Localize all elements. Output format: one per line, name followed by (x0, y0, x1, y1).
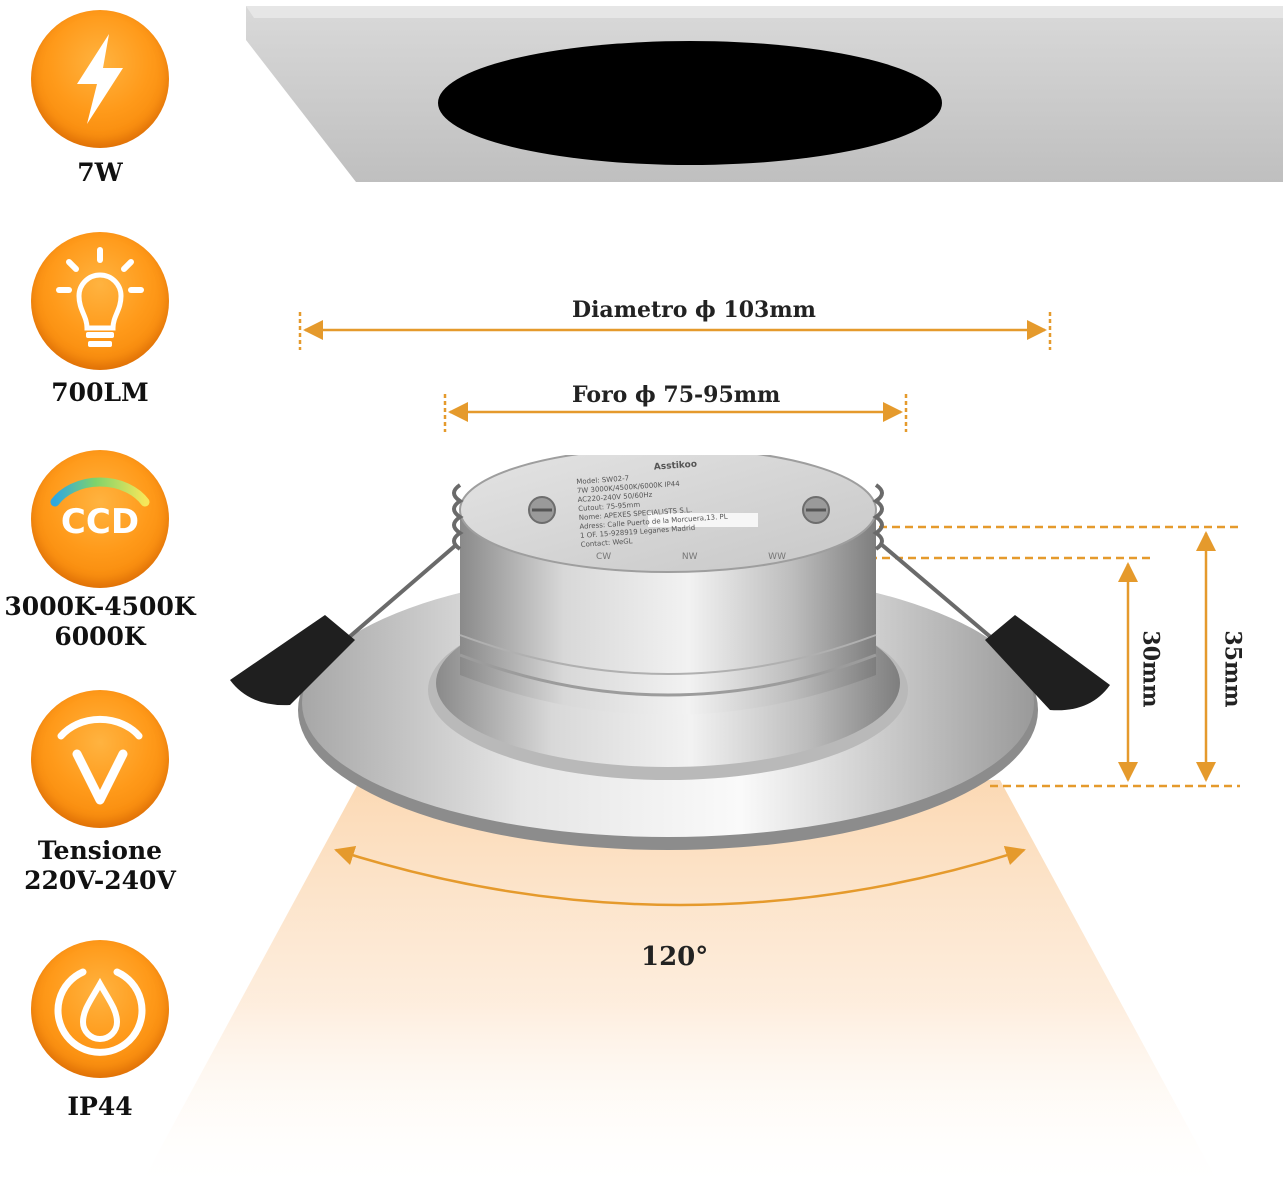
ccd-icon (50, 477, 150, 507)
lightning-icon (77, 34, 123, 124)
ip-badge (31, 940, 169, 1078)
ceiling-cutout (438, 41, 942, 165)
hole-label: Foro ϕ 75-95mm (566, 382, 787, 408)
downlight-fixture (230, 455, 1110, 850)
ccd-icon-text: CCD (60, 502, 140, 542)
lightbulb-icon (56, 247, 144, 347)
fixture-label: Asstikoo Model: SW02-7 7W 3000K/4500K/60… (575, 455, 780, 550)
ccd-badge: CCD (31, 450, 169, 588)
color-switch-labels: CW NW WW (596, 552, 786, 562)
color-temp-label: 3000K-4500K 6000K (4, 592, 196, 651)
beam-angle-label: 120° (641, 942, 709, 972)
power-label: 7W (77, 158, 123, 187)
lumen-badge (31, 232, 169, 370)
ip-label: IP44 (67, 1092, 133, 1121)
lumen-label: 700LM (51, 378, 149, 407)
outer-height-label: 35mm (1219, 630, 1246, 708)
voltage-badge (31, 690, 169, 828)
ceiling-illustration (246, 6, 1283, 182)
voltage-label: Tensione 220V-240V (24, 836, 176, 895)
power-badge (31, 10, 169, 148)
inner-height-label: 30mm (1137, 630, 1164, 708)
diameter-label: Diametro ϕ 103mm (566, 297, 822, 323)
light-beam (140, 780, 1220, 1186)
voltage-icon (57, 715, 143, 805)
water-drop-icon (54, 968, 146, 1056)
